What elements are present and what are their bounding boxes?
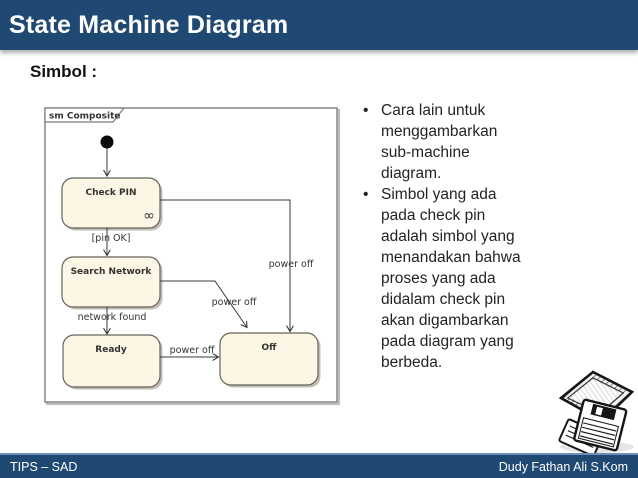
transition-ready-off-label: power off xyxy=(170,345,215,356)
submachine-icon: ∞ xyxy=(143,208,155,224)
state-off-label: Off xyxy=(262,343,278,353)
state-ready xyxy=(62,334,161,388)
floppy-disk-icon xyxy=(558,370,635,457)
initial-state-icon xyxy=(100,135,114,149)
frame-label-tab xyxy=(44,107,126,123)
state-machine-diagram-svg: sm Composite Check PIN ∞ [pin OK] Search… xyxy=(44,107,341,406)
transition-pinok-label: [pin OK] xyxy=(92,233,131,244)
footer-course-label: TIPS – SAD xyxy=(10,459,78,474)
header-bar: State Machine Diagram xyxy=(0,0,638,50)
page-title: State Machine Diagram xyxy=(9,10,289,39)
state-ready-label: Ready xyxy=(95,345,127,355)
state-search-network-label: Search Network xyxy=(71,267,153,277)
transition-checkpin-off-label: power off xyxy=(269,259,314,270)
bullet-item: Cara lain untuk menggambarkan sub-machin… xyxy=(360,100,531,184)
state-off xyxy=(219,332,319,386)
frame-label: sm Composite xyxy=(49,112,121,122)
state-check-pin-label: Check PIN xyxy=(85,188,136,198)
bullet-item: Simbol yang ada pada check pin adalah si… xyxy=(360,184,531,373)
transition-search-off-line xyxy=(160,280,247,328)
floppy-disk-clipart xyxy=(556,368,638,457)
transition-search-off-label: power off xyxy=(212,297,257,308)
transition-checkpin-off-line xyxy=(160,199,290,332)
section-heading: Simbol : xyxy=(30,62,98,81)
footer-author-label: Dudy Fathan Ali S.Kom xyxy=(498,459,628,474)
state-search-network xyxy=(61,256,161,308)
state-machine-diagram: sm Composite Check PIN ∞ [pin OK] Search… xyxy=(36,98,348,416)
bullet-list: Cara lain untuk menggambarkan sub-machin… xyxy=(360,100,531,373)
state-check-pin xyxy=(61,177,161,229)
footer-bar: TIPS – SAD Dudy Fathan Ali S.Kom xyxy=(0,453,638,478)
transition-networkfound-label: network found xyxy=(78,312,147,323)
